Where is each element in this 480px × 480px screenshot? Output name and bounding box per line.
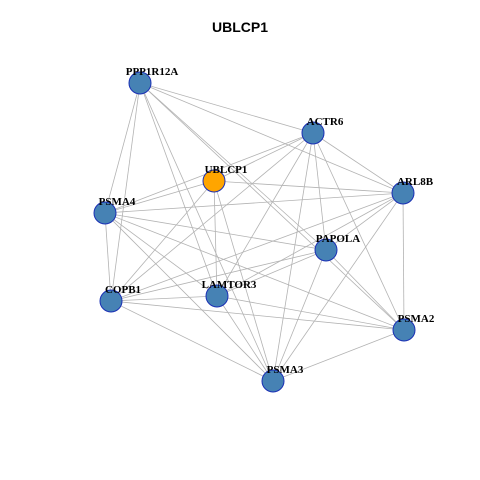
node-circle-actr6 [301,121,325,145]
edge-ppp1r12a-lamtor3 [139,82,218,297]
edge-papola-lamtor3 [216,249,327,297]
edge-psma4-copb1 [104,212,112,302]
edge-actr6-psma3 [272,132,314,382]
node-ppp1r12a: PPP1R12A [126,66,179,95]
node-psma4: PSMA4 [93,196,136,225]
edge-actr6-arl8b [312,132,404,194]
edge-ublcp1-lamtor3 [213,180,218,297]
edge-arl8b-psma4 [104,192,404,214]
edge-ppp1r12a-papola [139,82,327,251]
edge-ppp1r12a-arl8b [139,82,404,194]
edge-copb1-psma3 [110,300,274,382]
edge-psma2-psma3 [272,329,405,382]
node-circle-psma3 [261,369,285,393]
edge-actr6-papola [312,132,327,251]
edge-arl8b-psma2 [402,192,405,331]
node-circle-lamtor3 [205,284,229,308]
edge-arl8b-psma3 [272,192,404,382]
edge-lamtor3-psma3 [216,295,274,382]
node-actr6: ACTR6 [301,116,344,145]
edge-ppp1r12a-psma3 [139,82,274,382]
node-lamtor3: LAMTOR3 [202,279,257,308]
node-circle-psma2 [392,318,416,342]
edge-actr6-lamtor3 [216,132,314,297]
node-papola: PAPOLA [314,233,360,262]
edge-papola-psma3 [272,249,327,382]
edge-actr6-ublcp1 [213,132,314,182]
edge-ublcp1-psma4 [104,180,215,214]
edge-copb1-psma2 [110,300,405,331]
node-label-copb1: COPB1 [105,284,141,296]
node-label-psma3: PSMA3 [267,364,304,376]
node-label-lamtor3: LAMTOR3 [202,279,257,291]
node-psma3: PSMA3 [261,364,304,393]
node-circle-arl8b [391,181,415,205]
node-circle-ppp1r12a [128,71,152,95]
edges-layer [104,82,405,382]
edge-arl8b-lamtor3 [216,192,404,297]
graph-title: UBLCP1 [211,19,268,35]
node-label-papola: PAPOLA [316,233,360,245]
node-arl8b: ARL8B [391,176,434,205]
edge-arl8b-copb1 [110,192,404,302]
node-label-psma4: PSMA4 [99,196,136,208]
edge-papola-psma2 [325,249,405,331]
node-circle-papola [314,238,338,262]
node-ublcp1: UBLCP1 [202,164,248,193]
node-label-ublcp1: UBLCP1 [205,164,248,176]
edge-ppp1r12a-copb1 [110,82,141,302]
edge-actr6-psma2 [312,132,405,331]
node-copb1: COPB1 [99,284,141,313]
node-circle-copb1 [99,289,123,313]
edge-arl8b-papola [325,192,404,251]
edge-ppp1r12a-psma2 [139,82,405,331]
node-label-arl8b: ARL8B [397,176,434,188]
node-label-ppp1r12a: PPP1R12A [126,66,179,78]
node-label-actr6: ACTR6 [307,116,344,128]
edge-papola-copb1 [110,249,327,302]
edge-psma4-papola [104,212,327,251]
edge-ppp1r12a-psma4 [104,82,141,214]
edge-ublcp1-copb1 [110,180,215,302]
edge-actr6-copb1 [110,132,314,302]
edge-psma4-lamtor3 [104,212,218,297]
edge-copb1-lamtor3 [110,295,218,302]
node-psma2: PSMA2 [392,313,435,342]
edge-ublcp1-arl8b [213,180,404,194]
edge-ppp1r12a-actr6 [139,82,314,134]
edge-lamtor3-psma2 [216,295,405,331]
node-circle-ublcp1 [202,169,226,193]
node-circle-psma4 [93,201,117,225]
edge-psma4-psma2 [104,212,405,331]
node-label-psma2: PSMA2 [398,313,435,325]
